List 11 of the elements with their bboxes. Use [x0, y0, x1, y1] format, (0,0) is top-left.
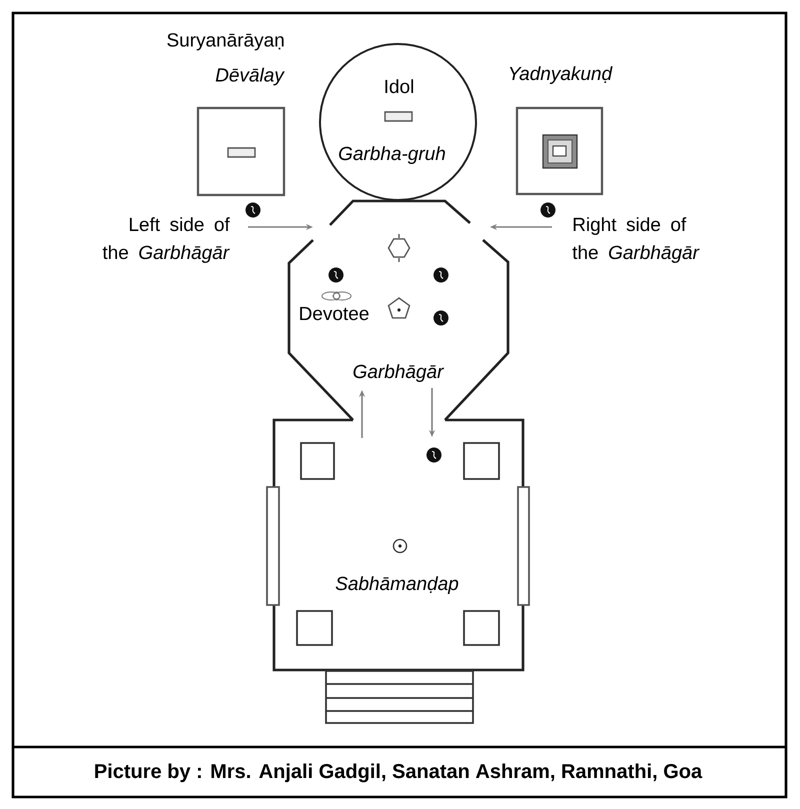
- node-label: Suryanārāyaṇ Dēvālay: [167, 33, 285, 86]
- hall-room: Sabhāmanḍap: [266, 418, 530, 672]
- node-label: Yadnyakunḍ: [510, 66, 613, 84]
- caption: Picture by : Mrs. Anjali Gadgil, Sanatan Ashram, Ramnathi, Goa: [95, 764, 702, 782]
- text-label: Devotee: [300, 306, 369, 320]
- circle-room: Idol Garbha-gruh: [319, 43, 477, 201]
- callout-text: Right side of the Garbhāgār: [572, 217, 700, 263]
- node-label: Sabhāmanḍap: [336, 576, 458, 594]
- square-box: Suryanārāyaṇ Dēvālay: [167, 33, 286, 196]
- square-box: Yadnyakunḍ: [510, 66, 613, 196]
- callout-text: Left side of the Garbhāgār: [102, 217, 230, 263]
